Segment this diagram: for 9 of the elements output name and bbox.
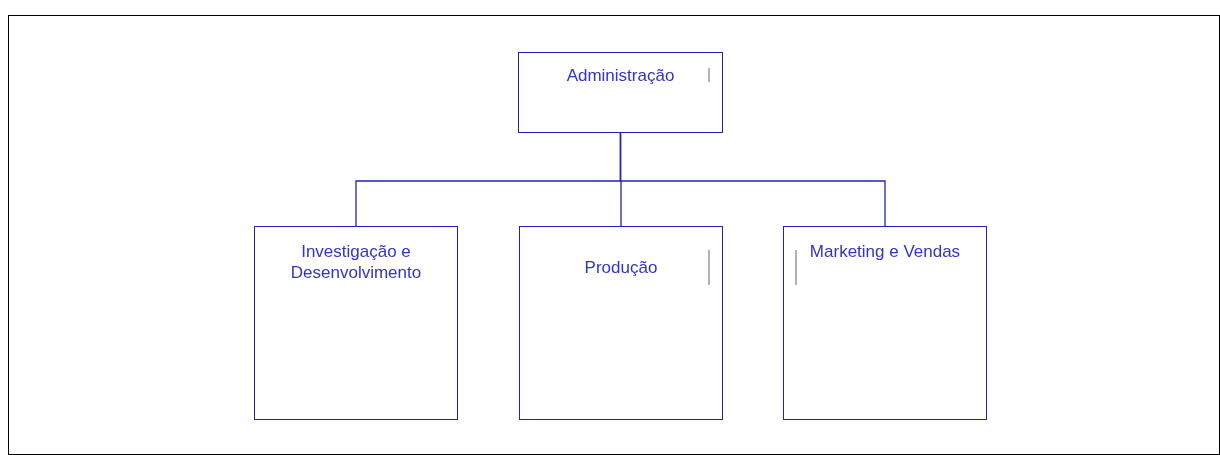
connector-line	[619, 132, 886, 227]
unit-label: Produção	[583, 257, 659, 278]
org-unit-box	[519, 226, 723, 420]
org-unit-box	[783, 226, 987, 420]
org-unit-box	[254, 226, 458, 420]
org-unit-box	[518, 52, 723, 133]
unit-label: Marketing e Vendas	[808, 241, 962, 262]
unit-label: Investigação e Desenvolvimento	[289, 241, 423, 283]
unit-label: Administração	[565, 65, 676, 86]
